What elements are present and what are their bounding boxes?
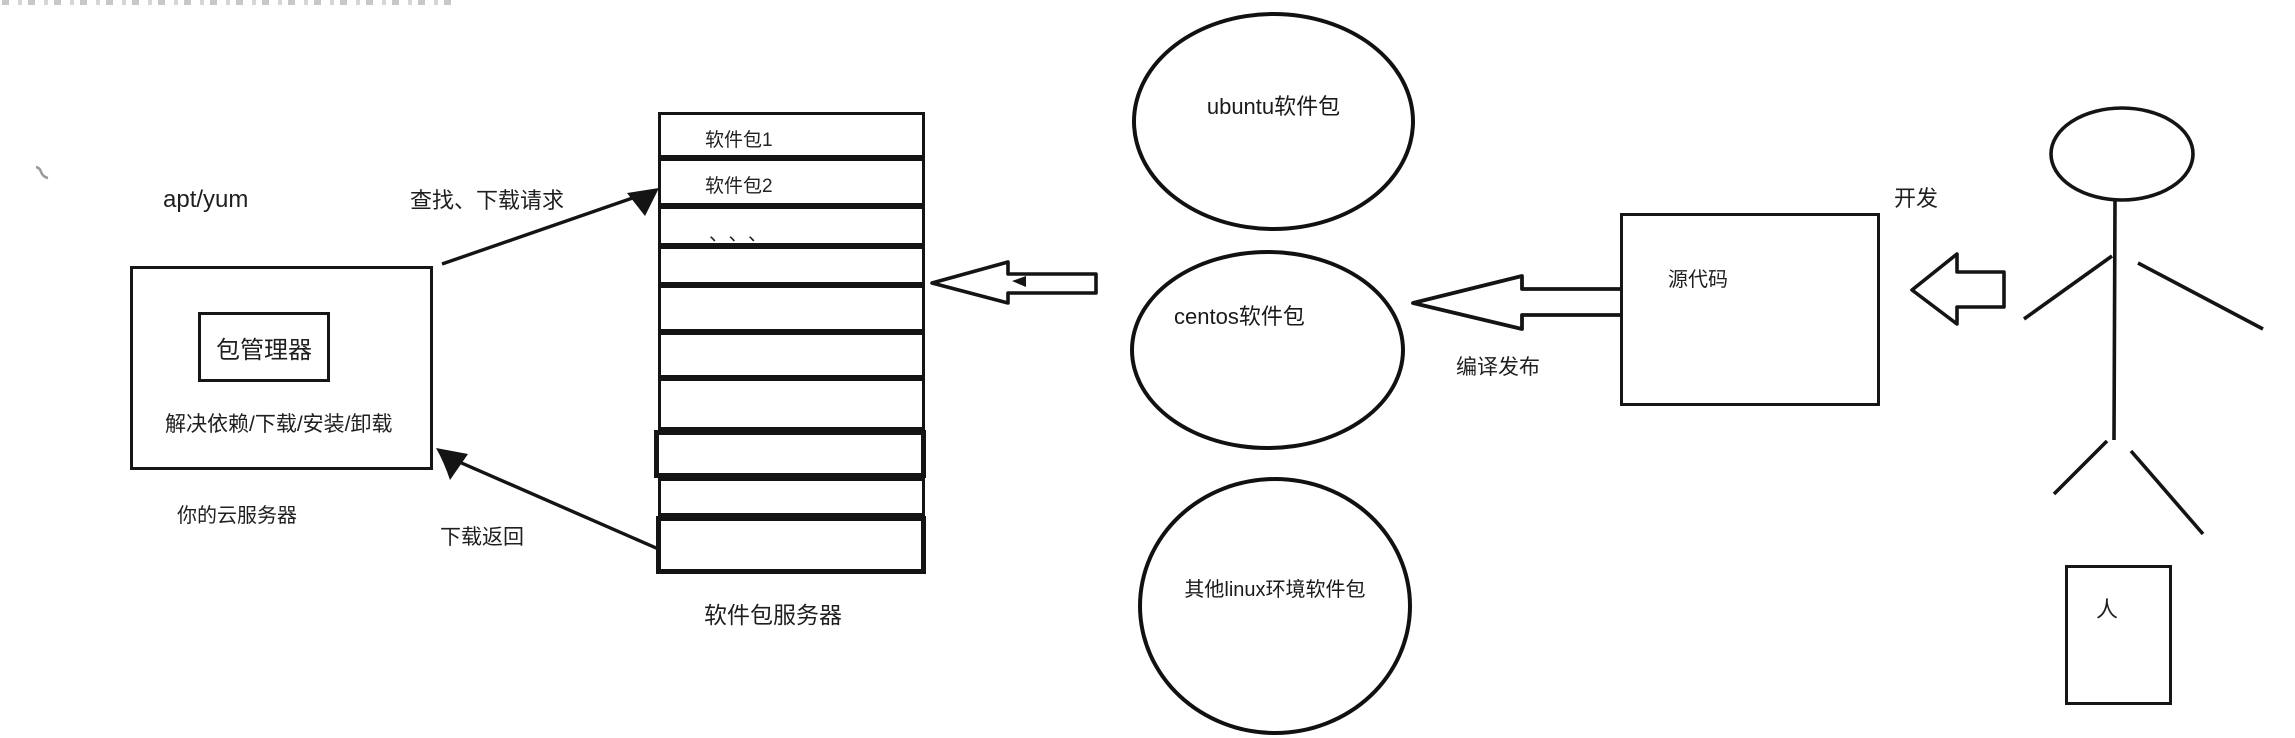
search-request-arrow [441, 188, 659, 266]
package-row-1-label: 软件包1 [705, 130, 773, 151]
package-row-9 [658, 478, 925, 516]
stick-figure-left-leg [2052, 439, 2109, 496]
stray-pen-mark [35, 165, 49, 180]
stick-figure-left-arm [2022, 254, 2114, 321]
clipped-top-text-strip [2, 0, 460, 5]
stick-figure-body [2112, 200, 2117, 441]
stick-figure-right-leg [2129, 449, 2205, 536]
source-code-box [1620, 213, 1880, 406]
centos-repo-ellipse: centos软件包 [1130, 250, 1405, 450]
person-box [2065, 565, 2172, 705]
package-row-1: 软件包1 [658, 112, 925, 158]
other-linux-repo-label: 其他linux环境软件包 [1184, 579, 1366, 601]
package-row-2: 软件包2 [658, 158, 925, 206]
cloud-server-caption: 你的云服务器 [177, 505, 297, 527]
other-linux-repo-ellipse: 其他linux环境软件包 [1138, 477, 1412, 735]
source-code-label: 源代码 [1668, 269, 1728, 291]
person-label: 人 [2096, 597, 2119, 622]
download-return-label: 下载返回 [440, 526, 524, 549]
package-row-5 [658, 285, 925, 332]
capabilities-label: 解决依赖/下载/安装/卸载 [165, 413, 393, 436]
package-row-3: 、、、 [658, 206, 925, 246]
package-row-6 [658, 332, 925, 378]
ubuntu-repo-label: ubuntu软件包 [1206, 94, 1341, 119]
package-row-3-label: 、、、 [709, 224, 778, 245]
package-server-caption: 软件包服务器 [704, 602, 842, 628]
centos-repo-label: centos软件包 [1174, 304, 1305, 329]
package-row-2-label: 软件包2 [705, 176, 773, 197]
compile-release-label: 编译发布 [1456, 356, 1540, 379]
package-manager-box: 包管理器 [198, 312, 330, 382]
package-row-10 [656, 516, 926, 574]
cloud-server-box [130, 266, 433, 470]
ubuntu-repo-ellipse: ubuntu软件包 [1132, 12, 1415, 231]
package-manager-label: 包管理器 [216, 336, 312, 364]
package-row-8 [654, 430, 926, 478]
download-return-arrow [436, 448, 664, 553]
search-request-label: 查找、下载请求 [410, 188, 565, 213]
stick-figure [2022, 106, 2264, 536]
block-arrow-compile-release [1411, 274, 1642, 331]
package-row-4 [658, 246, 925, 285]
small-arrowhead-mark [1012, 276, 1026, 287]
develop-label: 开发 [1894, 186, 1939, 211]
package-row-7 [658, 378, 925, 430]
block-arrow-packages-to-server [930, 260, 1098, 305]
stick-figure-right-arm [2137, 261, 2264, 331]
stick-figure-head [2049, 106, 2195, 202]
block-arrow-develop [1910, 252, 2006, 326]
apt-yum-label: apt/yum [163, 186, 249, 213]
